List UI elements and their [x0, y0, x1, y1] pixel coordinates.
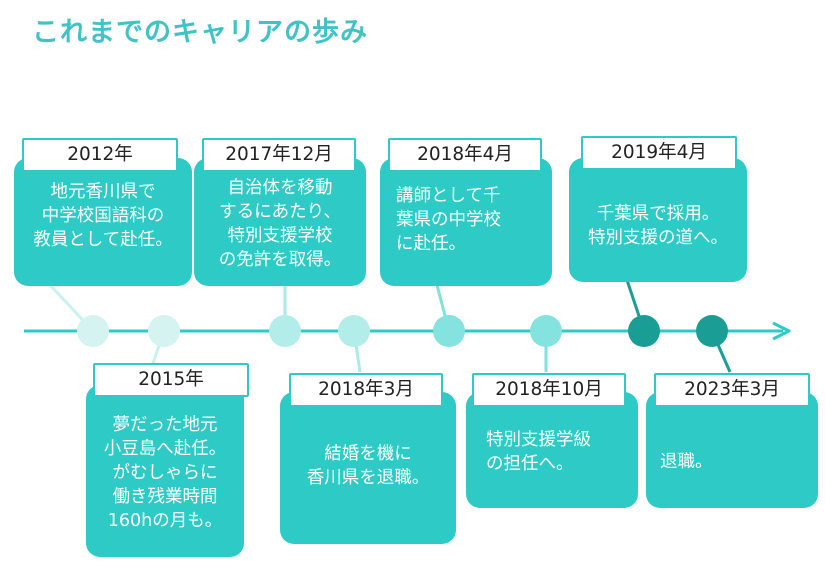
event-card-2019-4: 千葉県で採用。 特別支援の道へ。 [569, 158, 747, 282]
event-card-2015: 夢だった地元 小豆島へ赴任。 がむしゃらに 働き残業時間 160hの月も。 [86, 385, 244, 557]
event-card-2012: 地元香川県で 中学校国語科の 教員として赴任。 [14, 158, 192, 286]
event-card-2018-4: 講師として千 葉県の中学校 に赴任。 [380, 158, 552, 286]
event-text-2018-4: 講師として千 葉県の中学校 に赴任。 [396, 186, 501, 254]
page-title: これまでのキャリアの歩み [32, 17, 368, 48]
event-text-2017-12: 自治体を移動 するにあたり、 特別支援学校 の免許を取得。 [218, 178, 342, 270]
event-date-2018-4: 2018年4月 [388, 138, 542, 172]
timeline-arrowhead [772, 321, 791, 341]
node-2018-10 [530, 315, 562, 347]
event-card-2023-3: 退職。 [646, 392, 818, 508]
event-date-2012: 2012年 [22, 138, 178, 172]
node-2017-12 [269, 315, 301, 347]
event-text-2023-3: 退職。 [660, 452, 713, 472]
node-2012 [77, 315, 109, 347]
event-card-2018-10: 特別支援学級 の担任へ。 [466, 392, 638, 508]
event-date-2015: 2015年 [93, 363, 249, 397]
event-text-2018-10: 特別支援学級 の担任へ。 [486, 430, 591, 474]
event-text-2019-4: 千葉県で採用。 特別支援の道へ。 [588, 204, 728, 248]
node-2018-4 [433, 315, 465, 347]
node-2015 [148, 315, 180, 347]
event-text-2018-3: 結婚を機に 香川県を退職。 [306, 444, 430, 488]
event-date-2017-12: 2017年12月 [202, 138, 356, 172]
event-text-2012: 地元香川県で 中学校国語科の 教員として赴任。 [33, 182, 173, 250]
event-date-2018-3: 2018年3月 [289, 373, 443, 407]
node-2023-3 [696, 315, 728, 347]
event-date-2023-3: 2023年3月 [654, 373, 810, 407]
event-card-2018-3: 結婚を機に 香川県を退職。 [280, 392, 456, 544]
node-2019-4 [628, 315, 660, 347]
event-date-2018-10: 2018年10月 [472, 373, 626, 407]
event-card-2017-12: 自治体を移動 するにあたり、 特別支援学校 の免許を取得。 [194, 158, 366, 286]
node-2018-3 [338, 315, 370, 347]
event-text-2015: 夢だった地元 小豆島へ赴任。 がむしゃらに 働き残業時間 160hの月も。 [103, 415, 227, 531]
event-date-2019-4: 2019年4月 [581, 136, 737, 170]
